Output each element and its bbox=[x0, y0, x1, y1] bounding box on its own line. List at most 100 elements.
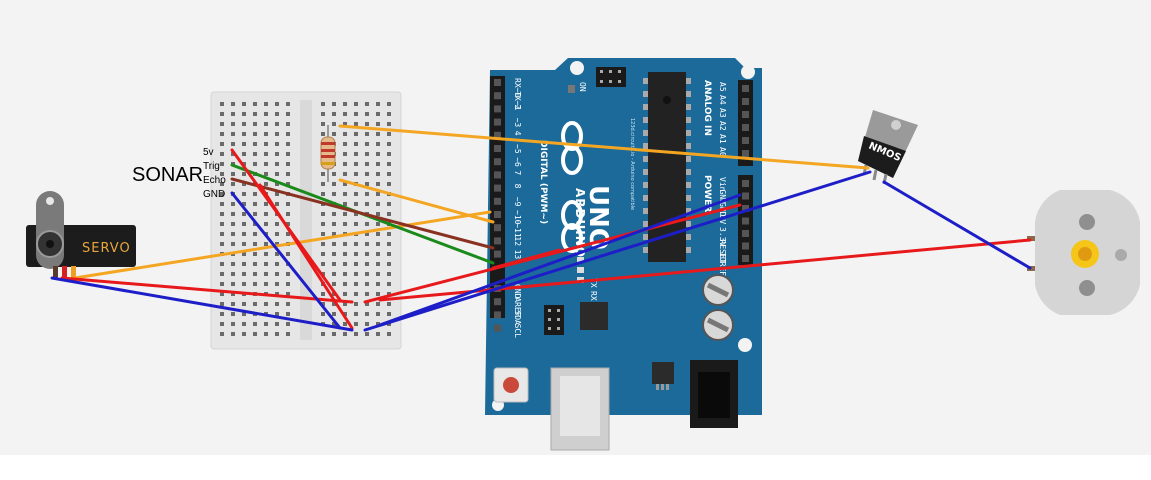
power-pin-label: GND bbox=[718, 190, 727, 205]
chip-pin bbox=[643, 208, 648, 214]
breadboard-hole bbox=[231, 212, 235, 216]
breadboard-hole bbox=[376, 212, 380, 216]
breadboard-hole bbox=[321, 182, 325, 186]
breadboard-hole bbox=[354, 332, 358, 336]
breadboard-hole bbox=[321, 302, 325, 306]
breadboard-hole bbox=[343, 222, 347, 226]
wire-red-sonar-to-bottom bbox=[258, 183, 354, 330]
chip-pin bbox=[686, 169, 691, 175]
breadboard-hole bbox=[286, 212, 290, 216]
breadboard-hole bbox=[365, 312, 369, 316]
breadboard-hole bbox=[354, 132, 358, 136]
chip-pins bbox=[643, 78, 691, 253]
breadboard-hole bbox=[332, 132, 336, 136]
breadboard-hole bbox=[220, 142, 224, 146]
breadboard-hole bbox=[332, 112, 336, 116]
breadboard-hole bbox=[343, 292, 347, 296]
breadboard-hole bbox=[376, 192, 380, 196]
breadboard-hole bbox=[275, 292, 279, 296]
analog-pin-socket bbox=[742, 98, 749, 105]
breadboard-hole bbox=[332, 192, 336, 196]
breadboard-hole bbox=[220, 182, 224, 186]
digital-pin-labels: RX─0TX─12~34~5~678~9~10~111213GNDAREFSDA… bbox=[513, 78, 522, 338]
breadboard-hole bbox=[242, 132, 246, 136]
breadboard-hole bbox=[275, 312, 279, 316]
breadboard-hole bbox=[264, 122, 268, 126]
breadboard-hole bbox=[220, 232, 224, 236]
breadboard-hole bbox=[275, 232, 279, 236]
breadboard-hole bbox=[387, 262, 391, 266]
breadboard-hole bbox=[275, 112, 279, 116]
breadboard-hole bbox=[332, 102, 336, 106]
digital-pin-label: 13 bbox=[513, 250, 522, 260]
breadboard-hole bbox=[253, 212, 257, 216]
chip-pin bbox=[643, 234, 648, 240]
breadboard-hole bbox=[365, 182, 369, 186]
breadboard-hole bbox=[286, 162, 290, 166]
breadboard-hole bbox=[264, 202, 268, 206]
digital-pin-socket bbox=[494, 79, 501, 86]
breadboard-hole bbox=[332, 282, 336, 286]
breadboard-hole bbox=[365, 112, 369, 116]
digital-pin-label: ~10 bbox=[513, 210, 522, 225]
breadboard-hole bbox=[275, 272, 279, 276]
breadboard-hole bbox=[343, 202, 347, 206]
analog-pin-socket bbox=[742, 85, 749, 92]
breadboard-hole bbox=[242, 112, 246, 116]
digital-pin-label: 8 bbox=[513, 184, 522, 189]
breadboard-hole bbox=[321, 122, 325, 126]
breadboard-hole bbox=[286, 272, 290, 276]
breadboard-hole bbox=[264, 222, 268, 226]
breadboard-hole bbox=[365, 282, 369, 286]
arduino-logo bbox=[561, 121, 583, 175]
power-pin-socket bbox=[742, 242, 749, 250]
digital-pin-label: 12 bbox=[513, 236, 522, 246]
breadboard-hole bbox=[343, 192, 347, 196]
breadboard-hole bbox=[231, 242, 235, 246]
breadboard-hole bbox=[253, 322, 257, 326]
breadboard-hole bbox=[332, 262, 336, 266]
breadboard-hole bbox=[264, 182, 268, 186]
site-label: 123d.circuits.io - Arduino compatible bbox=[629, 118, 635, 210]
breadboard-hole bbox=[365, 132, 369, 136]
breadboard-hole bbox=[321, 262, 325, 266]
digital-pin-socket bbox=[494, 237, 501, 245]
breadboard-hole bbox=[286, 232, 290, 236]
breadboard-hole bbox=[242, 212, 246, 216]
breadboard-hole bbox=[321, 252, 325, 256]
digital-pin-label: SCL bbox=[513, 324, 522, 339]
breadboard-hole bbox=[220, 172, 224, 176]
breadboard-hole bbox=[242, 252, 246, 256]
breadboard-hole bbox=[343, 162, 347, 166]
breadboard-hole bbox=[253, 262, 257, 266]
analog-header bbox=[738, 80, 753, 166]
digital-pin-socket bbox=[494, 311, 501, 319]
digital-pin-socket bbox=[494, 131, 501, 139]
wires bbox=[50, 124, 1032, 332]
breadboard-hole bbox=[332, 242, 336, 246]
digital-header-pins bbox=[494, 79, 501, 332]
breadboard-hole bbox=[242, 322, 246, 326]
breadboard-hole bbox=[387, 152, 391, 156]
breadboard-hole bbox=[242, 242, 246, 246]
breadboard-hole bbox=[242, 272, 246, 276]
breadboard-hole bbox=[275, 102, 279, 106]
breadboard-hole bbox=[286, 282, 290, 286]
digital-pin-label: 7 bbox=[513, 170, 522, 175]
digital-pin-label: SDA bbox=[513, 310, 522, 325]
digital-pin-socket bbox=[494, 145, 501, 152]
digital-pin-label: AREF bbox=[513, 297, 522, 316]
breadboard-hole bbox=[343, 172, 347, 176]
breadboard-hole bbox=[354, 242, 358, 246]
breadboard-hole bbox=[264, 252, 268, 256]
breadboard-hole bbox=[220, 222, 224, 226]
power-pin-label: RESET bbox=[718, 240, 727, 264]
wire-blue-mosfet-to-motor bbox=[882, 180, 1032, 270]
digital-pin-label: 4 bbox=[513, 131, 522, 136]
breadboard-hole bbox=[365, 202, 369, 206]
breadboard-hole bbox=[354, 112, 358, 116]
breadboard-hole bbox=[387, 242, 391, 246]
wire-blue-rail-to-gnd bbox=[378, 193, 742, 327]
breadboard-hole bbox=[376, 242, 380, 246]
